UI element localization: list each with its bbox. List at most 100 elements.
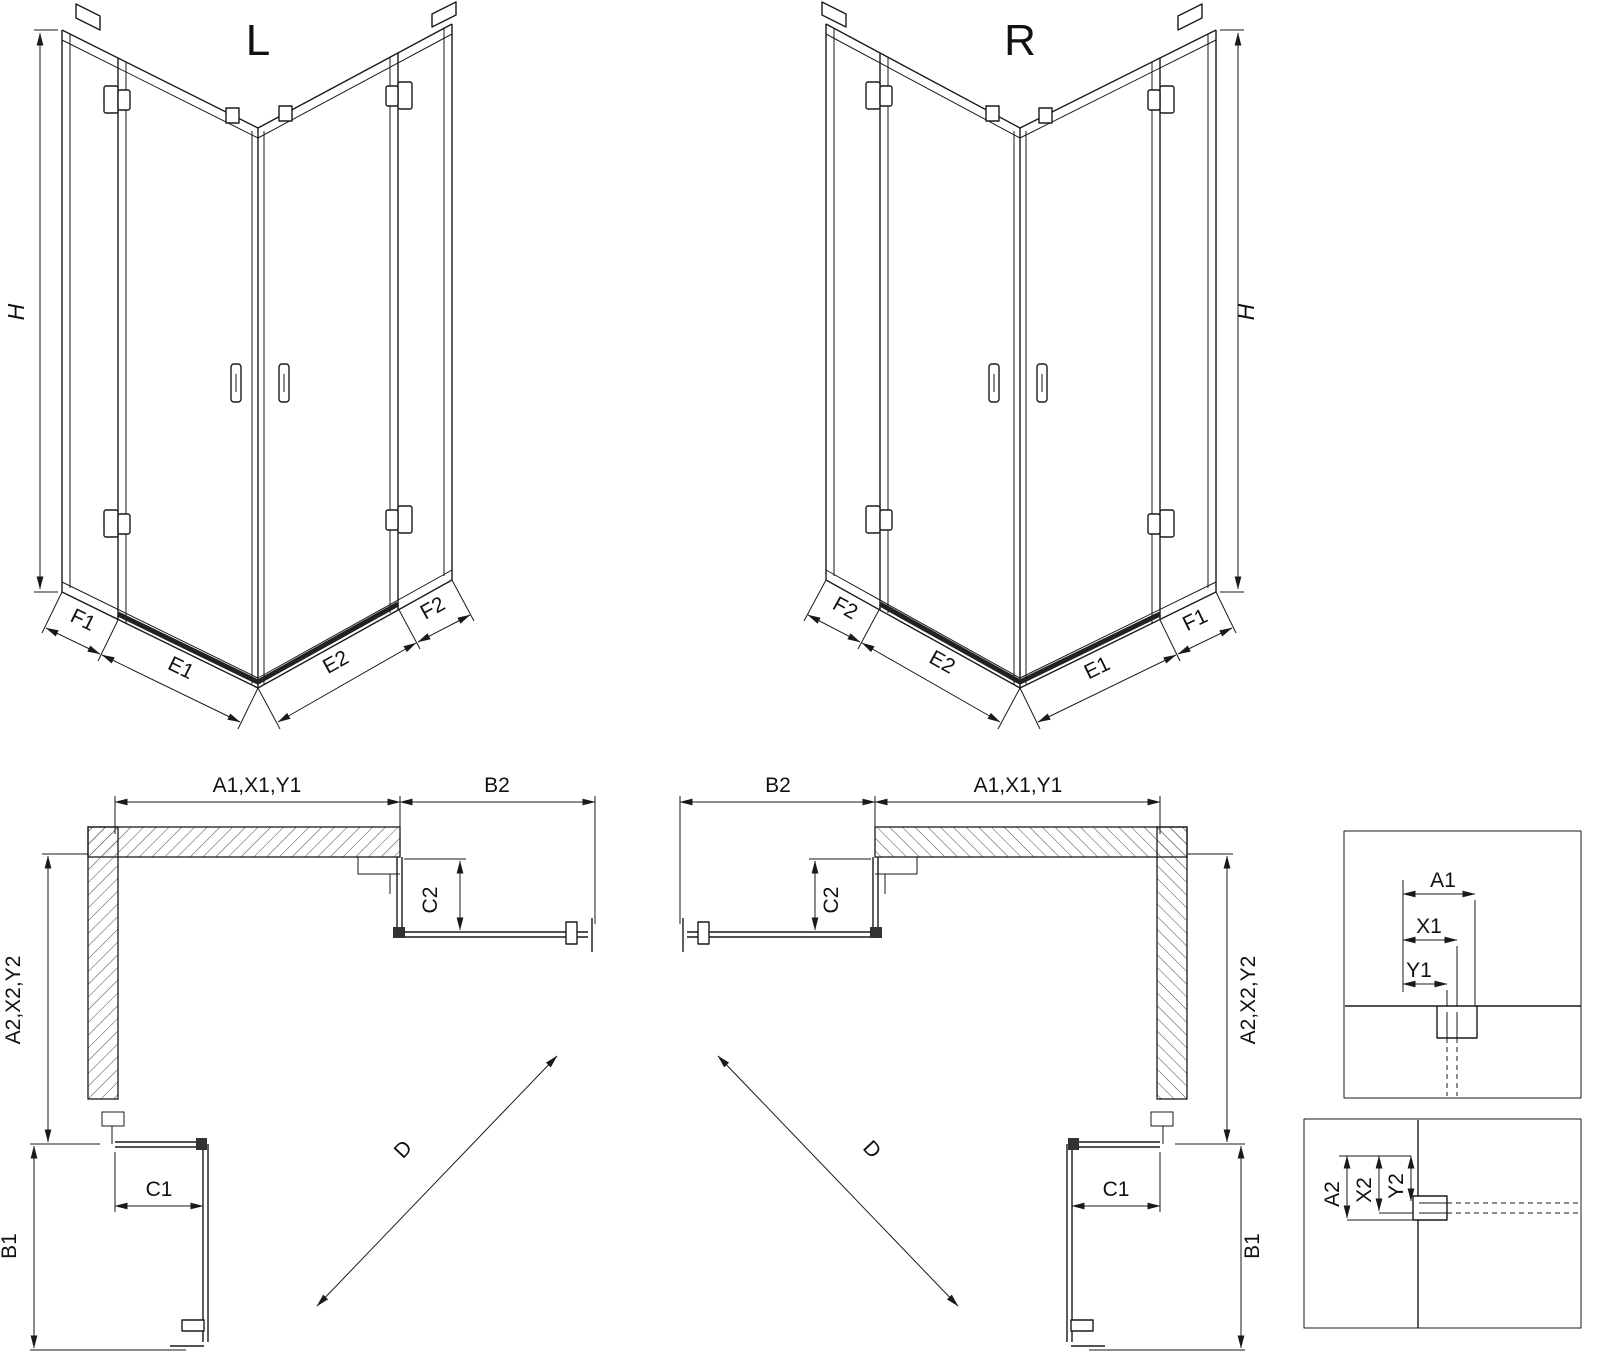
- corner-inner-edges: [251, 131, 265, 684]
- dim-line-e2: [277, 642, 417, 723]
- ext-lines-bottom-right: [257, 579, 475, 730]
- right-wall: [1156, 826, 1188, 1100]
- door-right-open: [402, 931, 588, 938]
- bottom-inner-edges: [61, 569, 453, 679]
- dim-label-b2: B2: [484, 774, 510, 797]
- enclosure-linework: [821, 1, 1217, 689]
- door-handle-icon: [697, 921, 710, 945]
- door-handle-icon: [181, 1319, 205, 1332]
- view-title: R: [1004, 16, 1036, 65]
- top-left-bracket-icon: [75, 3, 101, 31]
- dim-label-a1: A1: [1430, 869, 1456, 892]
- left-wall: [87, 826, 119, 1100]
- glass-and-profiles: [101, 857, 593, 1347]
- dim-label-f1: F1: [67, 604, 99, 635]
- hinge-icon: [385, 81, 413, 110]
- dimension-lines: [34, 29, 475, 730]
- door-handle-icon: [565, 921, 578, 945]
- dim-label-y2: Y2: [1385, 1173, 1408, 1199]
- iso-view-left: L H F1 E1 E2 F2: [3, 1, 475, 730]
- door-handle-icon: [1070, 1319, 1094, 1332]
- wall-bracket-icon: [875, 857, 918, 894]
- top-wall: [87, 826, 401, 858]
- dim-label-c1: C1: [146, 1178, 173, 1201]
- ext-lines-bottom-left: [41, 591, 259, 730]
- hinge-icon: [865, 81, 893, 110]
- enclosure-linework: [61, 1, 457, 689]
- wall-bracket-icon: [357, 857, 400, 894]
- door-bottom-open: [202, 1144, 209, 1342]
- ext-lines-left: [30, 853, 186, 1351]
- detail-dimensions: [1339, 1155, 1415, 1221]
- hinge-icon: [870, 927, 882, 938]
- top-right-bracket-icon: [431, 1, 457, 28]
- dim-line-e1: [101, 654, 241, 723]
- dim-label-a1: A1,X1,Y1: [213, 774, 302, 797]
- hinge-icon: [385, 505, 413, 534]
- dim-label-a2: A2: [1321, 1181, 1344, 1207]
- detail-view-top: A1 X1 Y1: [1343, 830, 1582, 1099]
- corner-clamp-icon: [1038, 107, 1053, 124]
- ext-lines-h: [34, 29, 58, 593]
- handle-icon: [278, 363, 290, 403]
- plan-linework: [30, 796, 596, 1351]
- ref-lines: [1446, 900, 1476, 1006]
- dim-label-y1: Y1: [1406, 959, 1432, 982]
- hinge-icon: [1068, 1138, 1079, 1150]
- detail-linework: [1343, 830, 1582, 1099]
- dim-line-f2: [417, 614, 471, 643]
- glass-section-lines: [1447, 1202, 1580, 1214]
- handle-icon: [230, 363, 242, 403]
- dim-label-a2: A2,X2,Y2: [1237, 956, 1260, 1045]
- fixed-panel-bottom: [115, 1141, 201, 1148]
- dim-label-f1: F1: [1179, 604, 1211, 635]
- dim-label-e1: E1: [1081, 652, 1114, 684]
- glass-section-lines: [1446, 1038, 1458, 1096]
- detail-frame: [1343, 830, 1582, 1099]
- ext-lines-c2: [404, 858, 466, 933]
- top-bracket-icon: [1177, 3, 1203, 31]
- dim-label-d: D: [390, 1136, 417, 1163]
- dim-label-b1: B1: [0, 1233, 21, 1259]
- plan-dimensions: [30, 796, 596, 1351]
- dim-label-c2: C2: [820, 887, 843, 914]
- mirrored-linework: [679, 796, 1245, 1351]
- detail-linework: [1303, 1118, 1582, 1329]
- glass-profile: [1412, 1195, 1448, 1221]
- hinge-icon: [103, 85, 131, 114]
- fixed-panel-right: [396, 857, 403, 932]
- dim-label-c1: C1: [1103, 1178, 1130, 1201]
- dim-line-f1: [45, 627, 101, 655]
- dim-label-e1: E1: [164, 652, 197, 684]
- handle-icon: [988, 363, 1000, 403]
- wall-bracket-icon: [101, 1111, 125, 1144]
- dim-label-h: H: [1233, 303, 1259, 320]
- dim-label-x2: X2: [1353, 1177, 1376, 1203]
- wall-bracket-icon: [1150, 1111, 1174, 1144]
- mirrored-linework: [803, 1, 1244, 730]
- hinge-icon: [1147, 509, 1175, 538]
- glass-and-profiles: [682, 857, 1174, 1347]
- plan-dimensions: [679, 796, 1245, 1351]
- dim-label-b2: B2: [765, 774, 791, 797]
- plan-view-left: A1,X1,Y1 B2 C2 A2,X2,Y2 B1 C1 D: [0, 774, 596, 1351]
- dim-label-x1: X1: [1416, 915, 1442, 938]
- dim-label-c2: C2: [419, 887, 442, 914]
- dim-label-b1: B1: [1241, 1233, 1264, 1259]
- bottom-edges: [61, 579, 453, 689]
- handle-icon: [1036, 363, 1048, 403]
- dim-line-d: [316, 1055, 558, 1307]
- dimension-lines: [803, 29, 1244, 730]
- top-bracket-icon: [821, 1, 847, 28]
- hinge-icon: [196, 1138, 207, 1150]
- detail-dimensions: [1402, 880, 1476, 1006]
- hinge-icon: [865, 505, 893, 534]
- detail-frame: [1303, 1118, 1582, 1329]
- detail-view-bottom: A2 X2 Y2: [1303, 1118, 1582, 1329]
- dim-label-a1: A1,X1,Y1: [974, 774, 1063, 797]
- corner-clamp-icon: [278, 105, 293, 122]
- dim-label-h: H: [3, 303, 29, 320]
- hinge-icon: [1147, 85, 1175, 114]
- dim-label-d: D: [858, 1136, 885, 1163]
